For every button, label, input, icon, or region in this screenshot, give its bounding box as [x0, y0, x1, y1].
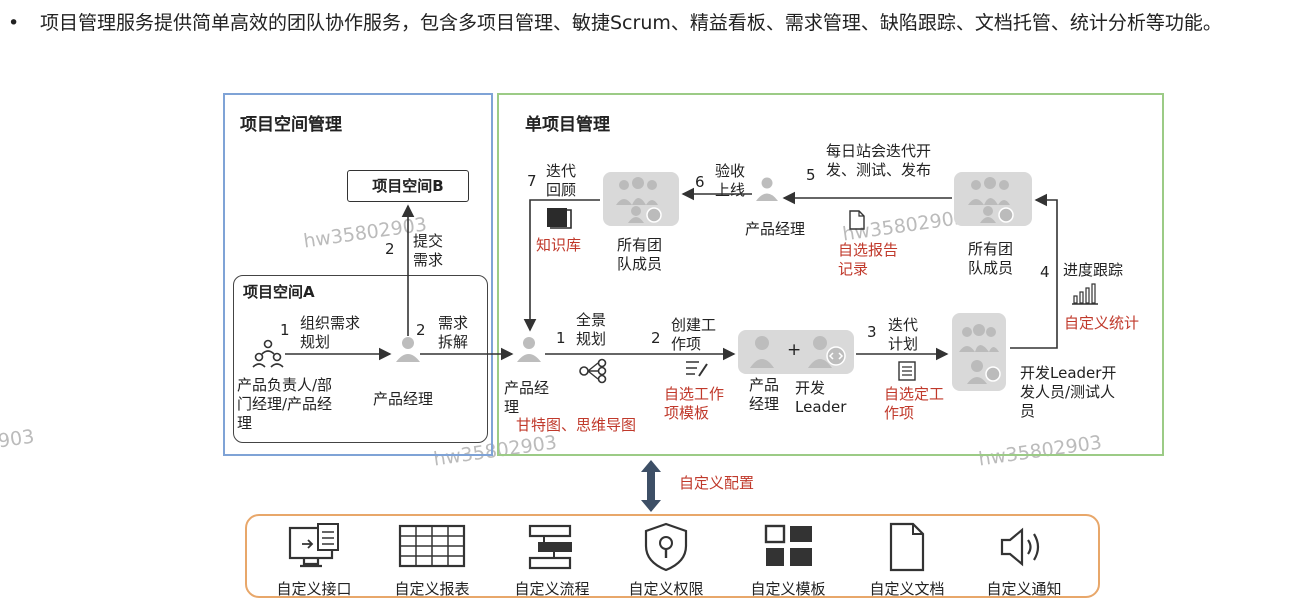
project-space-panel — [223, 93, 493, 456]
developer-icon — [808, 336, 846, 368]
custom-template-label: 自定义模板 — [750, 580, 826, 598]
file-icon — [849, 210, 865, 230]
team-roles-icon — [252, 339, 284, 368]
custom-workflow-item[interactable]: 自定义流程 — [497, 522, 607, 599]
permission-shield-icon — [644, 522, 688, 572]
report-record-label: 自选报告记录 — [838, 241, 899, 278]
step-1-label: 组织需求规划 — [300, 314, 361, 351]
step-5-label: 每日站会迭代开发、测试、发布 — [826, 142, 932, 179]
step-1-number: 1 — [556, 329, 566, 347]
product-manager-label: 产品经理 — [373, 390, 434, 408]
single-project-panel — [497, 93, 1164, 456]
custom-permission-item[interactable]: 自定义权限 — [611, 522, 721, 599]
project-space-b-box: 项目空间B — [347, 170, 469, 202]
gantt-mindmap-label: 甘特图、思维导图 — [516, 416, 637, 434]
bullet: • — [8, 12, 20, 34]
list-icon — [898, 361, 916, 381]
custom-statistics-label: 自定义统计 — [1064, 314, 1140, 332]
team-icon — [959, 324, 1001, 384]
product-manager-label: 产品经理 — [504, 379, 550, 416]
step-2-label: 创建工作项 — [671, 316, 717, 353]
custom-config-label: 自定义配置 — [679, 474, 755, 492]
intro-paragraph: • 项目管理服务提供简单高效的团队协作服务，包含多项目管理、敏捷Scrum、精益… — [0, 0, 1306, 90]
project-space-b-label: 项目空间B — [372, 177, 444, 195]
step-2-submit-label: 提交需求 — [413, 232, 444, 269]
step-5-number: 5 — [806, 166, 816, 184]
step-7-number: 7 — [527, 172, 537, 190]
plus-sign: + — [787, 340, 802, 360]
document-icon — [889, 522, 925, 572]
step-7-label: 迭代回顾 — [546, 162, 577, 199]
template-icon — [764, 524, 812, 566]
work-item-template-label: 自选工作项模板 — [664, 385, 725, 422]
speaker-icon — [1000, 527, 1040, 567]
product-manager-icon — [396, 337, 420, 362]
custom-interface-label: 自定义接口 — [276, 580, 352, 598]
product-manager-icon — [756, 177, 778, 201]
custom-document-label: 自定义文档 — [869, 580, 945, 598]
report-icon — [398, 524, 466, 568]
intro-text: 项目管理服务提供简单高效的团队协作服务，包含多项目管理、敏捷Scrum、精益看板… — [40, 12, 1222, 34]
book-icon — [547, 208, 572, 229]
pair-pm-label: 产品经理 — [749, 376, 780, 413]
project-space-a-box — [233, 275, 488, 443]
custom-report-label: 自定义报表 — [394, 580, 470, 598]
step-1-number: 1 — [280, 321, 290, 339]
project-space-title: 项目空间管理 — [240, 115, 342, 135]
custom-notification-item[interactable]: 自定义通知 — [969, 522, 1079, 599]
knowledge-base-label: 知识库 — [536, 236, 582, 254]
step-1-label: 全景规划 — [576, 311, 607, 348]
all-members-label: 所有团队成员 — [968, 240, 1014, 277]
custom-notification-label: 自定义通知 — [986, 580, 1062, 598]
team-icon — [616, 177, 662, 223]
custom-workflow-label: 自定义流程 — [514, 580, 590, 598]
step-2-number: 2 — [651, 329, 661, 347]
mindmap-icon — [579, 358, 607, 384]
step-4-label: 进度跟踪 — [1063, 261, 1124, 279]
all-members-label: 所有团队成员 — [617, 236, 663, 273]
step-3-number: 3 — [867, 323, 877, 341]
step-2-split-label: 需求拆解 — [438, 314, 469, 351]
step-6-number: 6 — [695, 173, 705, 191]
custom-template-item[interactable]: 自定义模板 — [733, 522, 843, 599]
custom-report-item[interactable]: 自定义报表 — [377, 522, 487, 599]
step-4-number: 4 — [1040, 263, 1050, 281]
interface-icon — [288, 523, 339, 568]
workflow-icon — [528, 524, 572, 570]
step-2-split-number: 2 — [416, 321, 426, 339]
product-manager-label: 产品经理 — [745, 220, 806, 238]
custom-interface-item[interactable]: 自定义接口 — [259, 522, 369, 599]
single-project-title: 单项目管理 — [525, 115, 610, 135]
product-manager-icon — [750, 336, 774, 368]
step-3-label: 迭代计划 — [888, 316, 919, 353]
bar-chart-icon — [1072, 283, 1098, 305]
pair-dev-label: 开发Leader — [795, 379, 847, 416]
custom-permission-label: 自定义权限 — [628, 580, 704, 598]
edit-list-icon — [686, 361, 708, 377]
step-2-submit-number: 2 — [385, 240, 395, 258]
custom-config-panel: 自定义接口 自定义报表 自定义流程 自定义权限 自定义模板 — [245, 514, 1100, 598]
selected-work-item-label: 自选定工作项 — [884, 385, 945, 422]
double-arrow-icon — [641, 460, 661, 512]
product-manager-icon — [517, 337, 541, 362]
dev-team-label: 开发Leader开发人员/测试人员 — [1020, 364, 1117, 420]
roles-label: 产品负责人/部门经理/产品经理 — [237, 376, 333, 432]
project-space-a-label: 项目空间A — [243, 283, 315, 301]
team-icon — [968, 177, 1014, 223]
custom-document-item[interactable]: 自定义文档 — [852, 522, 962, 599]
